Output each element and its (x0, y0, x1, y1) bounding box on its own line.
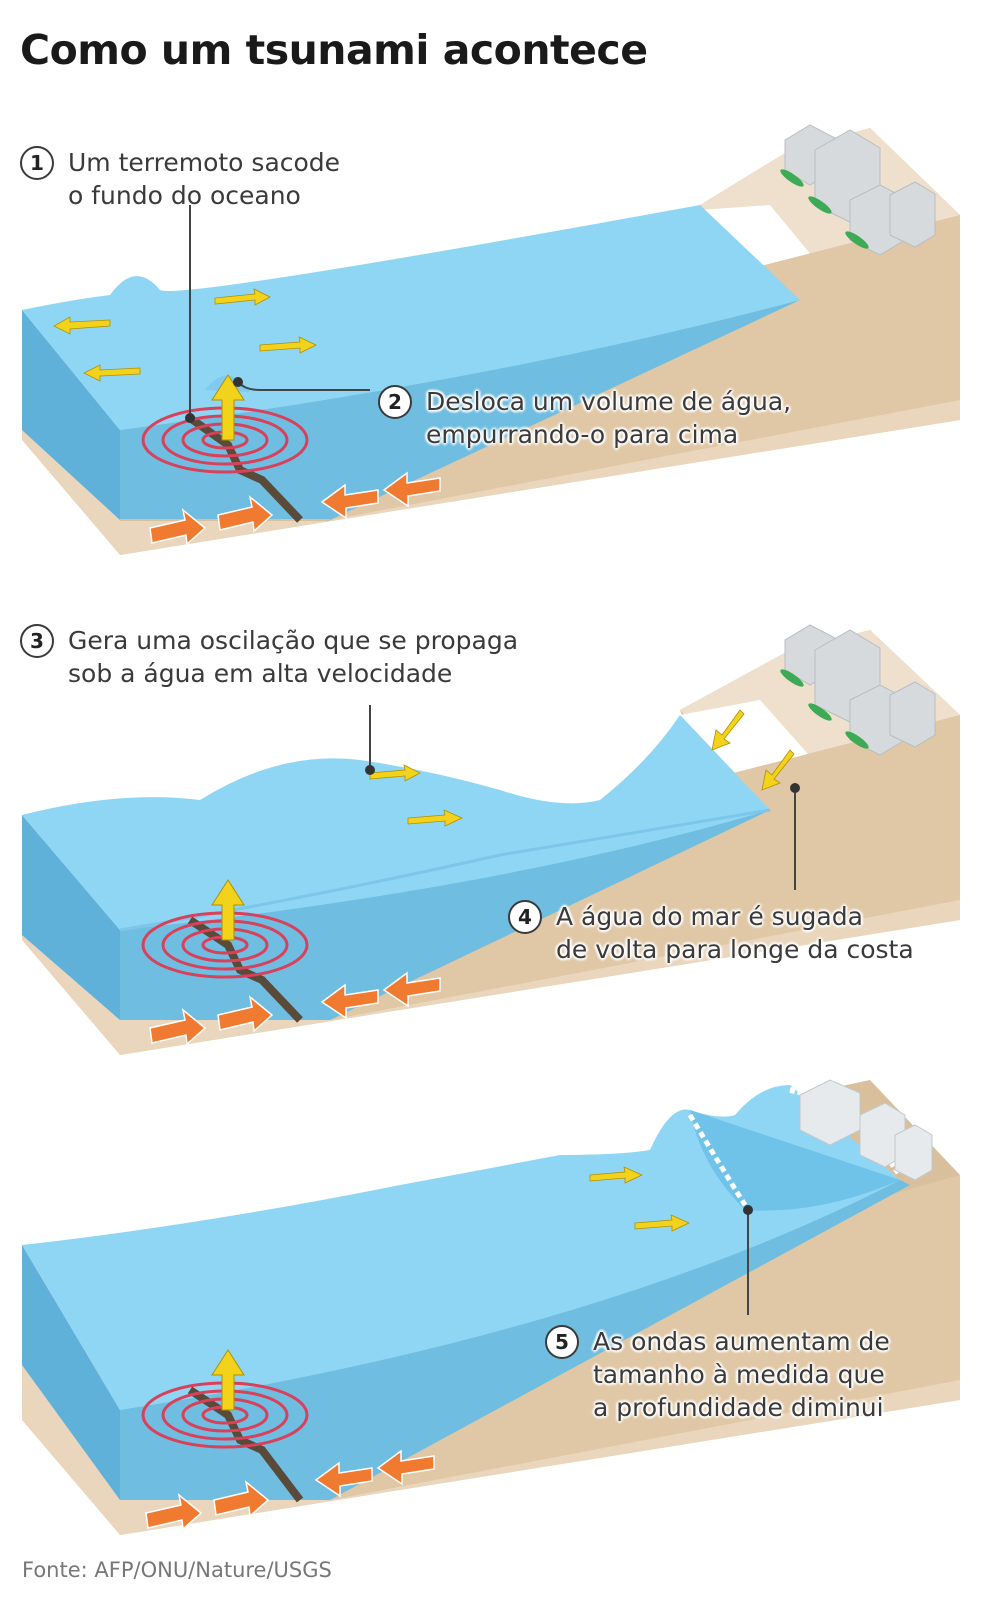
diagram-propagation (22, 624, 960, 1055)
step-3-number: 3 (20, 624, 54, 658)
step-4-line-2: de volta para longe da costa (556, 935, 914, 964)
panel-earthquake: 1 Um terremoto sacode o fundo do oceano … (0, 0, 1000, 580)
step-3-line-2: sob a água em alta velocidade (68, 659, 453, 688)
diagram-waves-grow (22, 1079, 960, 1535)
panel-propagation: 3 Gera uma oscilação que se propaga sob … (0, 600, 1000, 1070)
step-2-line-1: Desloca um volume de água, (426, 387, 792, 416)
step-1-line-2: o fundo do oceano (68, 181, 301, 210)
step-2-line-2: empurrando-o para cima (426, 420, 739, 449)
diagram-earthquake (22, 124, 960, 555)
step-5-number: 5 (545, 1325, 579, 1359)
step-5-line-3: a profundidade diminui (593, 1393, 884, 1422)
step-3-line-1: Gera uma oscilação que se propaga (68, 626, 519, 655)
step-2-number: 2 (378, 385, 412, 419)
step-4-line-1: A água do mar é sugada (556, 902, 863, 931)
step-4-number: 4 (508, 900, 542, 934)
page-title: Como um tsunami acontece (20, 26, 648, 74)
panel-waves-grow: 5 As ondas aumentam de tamanho à medida … (0, 1075, 1000, 1545)
step-1-line-1: Um terremoto sacode (68, 148, 341, 177)
step-5-line-2: tamanho à medida que (593, 1360, 885, 1389)
step-5-line-1: As ondas aumentam de (593, 1327, 890, 1356)
step-1-number: 1 (20, 146, 54, 180)
source-credit: Fonte: AFP/ONU/Nature/USGS (22, 1558, 332, 1582)
